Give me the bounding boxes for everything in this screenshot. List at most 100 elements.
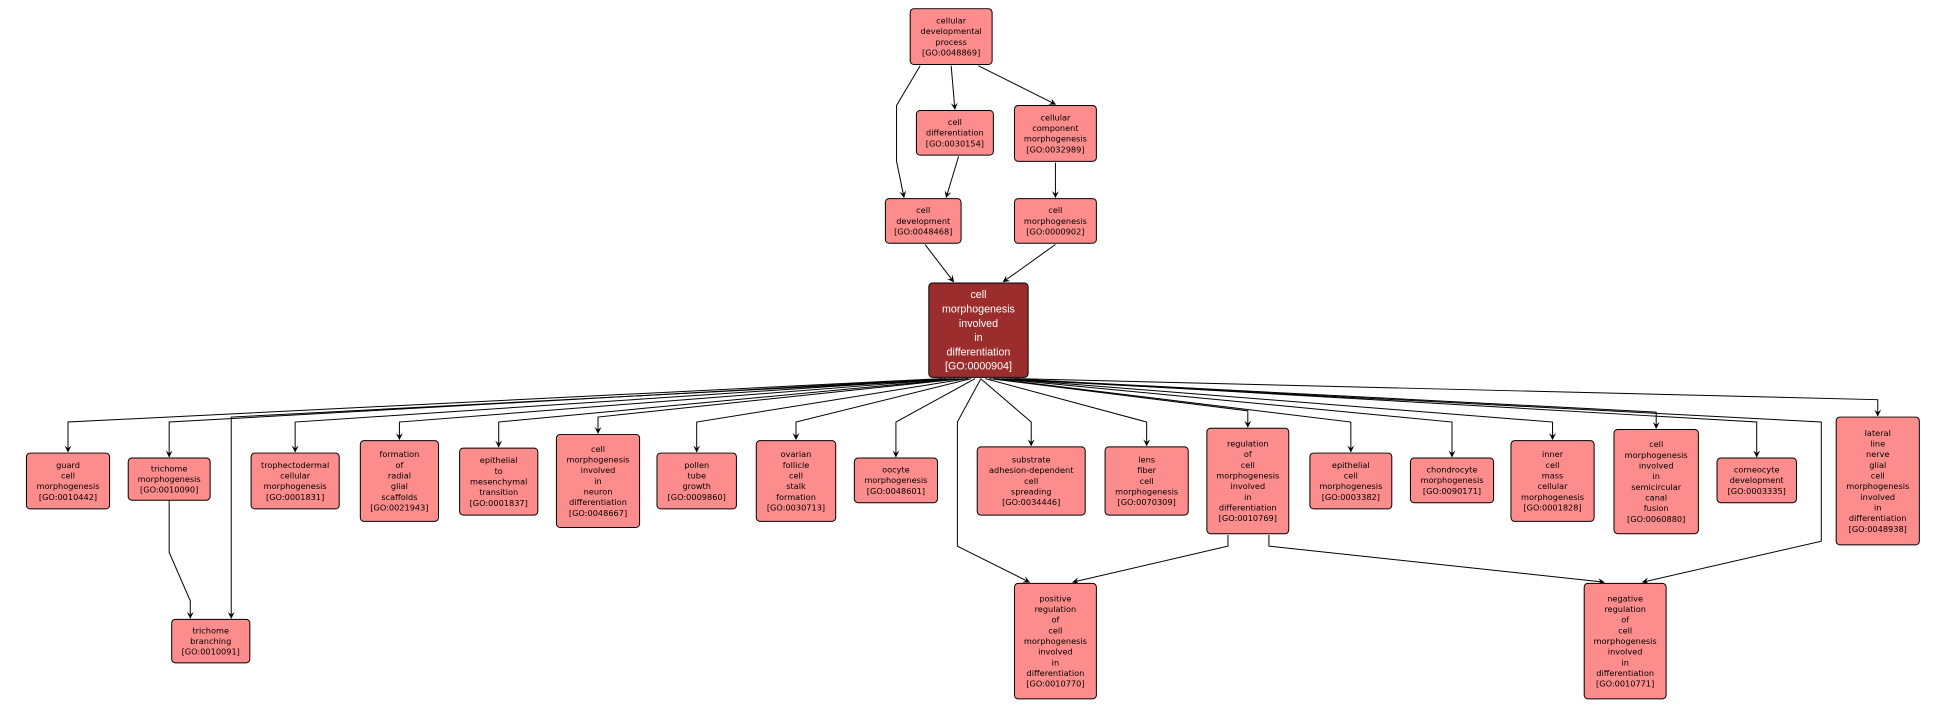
term-box: [928, 282, 1029, 378]
term-name-line: cellular: [936, 15, 967, 25]
term-name-line: involved: [959, 318, 998, 330]
term-name-line: component: [1032, 123, 1079, 133]
term-id: [GO:0010091]: [182, 647, 240, 657]
term-name-line: morphogenesis: [1625, 450, 1688, 460]
term-name-line: differentiation: [1219, 503, 1277, 513]
term-id: [GO:0048869]: [922, 47, 980, 57]
term-name-line: in: [974, 332, 982, 344]
term-name-line: cell: [591, 444, 605, 454]
term-name-line: morphogenesis: [567, 454, 630, 464]
term-name-line: in: [1621, 657, 1628, 667]
term-box: [853, 457, 938, 504]
term-id: [GO:0034446]: [1002, 497, 1060, 507]
term-name-line: semicircular: [1631, 482, 1681, 492]
term-id: [GO:0010442]: [39, 492, 97, 502]
term-name-line: pollen: [684, 460, 709, 470]
term-id: [GO:0048601]: [867, 486, 925, 496]
edge-go-0000904-to-go-0010769: [989, 378, 1252, 428]
term-name-line: line: [1870, 438, 1885, 448]
edges-layer: [64, 65, 1882, 619]
term-name-line: morphogenesis: [1024, 134, 1087, 144]
term-name-line: epithelial: [480, 455, 518, 465]
term-name-line: morphogenesis: [942, 303, 1015, 315]
term-box: [127, 457, 211, 501]
term-name-line: cell: [1048, 625, 1062, 635]
term-box: [1104, 446, 1189, 516]
term-name-line: differentiation: [926, 128, 984, 138]
edge-go-0000904-to-go-0090171: [997, 378, 1456, 458]
term-name-line: in: [1874, 503, 1881, 513]
term-name-line: morphogenesis: [36, 481, 99, 491]
edge-go-0000904-to-go-0001837: [495, 378, 960, 448]
term-box: [555, 433, 641, 529]
term-box: [755, 440, 837, 522]
term-name-line: fusion: [1644, 503, 1669, 513]
edge-go-0000904-to-go-0048667: [594, 378, 964, 434]
term-name-line: fiber: [1137, 465, 1156, 475]
edge-go-0000904-to-go-0010442: [64, 378, 943, 453]
edge-go-0000904-to-go-0009860: [693, 378, 968, 453]
term-box: [976, 446, 1086, 516]
term-name-line: regulation: [1035, 604, 1077, 614]
term-name-line: differentiation: [947, 346, 1011, 358]
term-name-line: cell: [1140, 476, 1154, 486]
term-id: [GO:0070309]: [1118, 497, 1176, 507]
edge-go-0000904-to-go-0001831: [291, 378, 952, 453]
term-name-line: epithelial: [1332, 460, 1370, 470]
term-name-line: morphogenesis: [1521, 492, 1584, 502]
term-name-line: cell: [1649, 439, 1663, 449]
edge-go-0000904-to-go-0034446: [980, 378, 1035, 447]
term-id: [GO:0001828]: [1523, 503, 1581, 513]
term-id: [GO:0000902]: [1026, 226, 1084, 236]
term-name-line: developmental: [921, 26, 982, 36]
term-name-line: morphogenesis: [264, 481, 327, 491]
term-name-line: scaffolds: [381, 492, 417, 502]
edge-go-0010769-to-go-0010770: [1072, 534, 1229, 585]
term-id: [GO:0048938]: [1849, 524, 1907, 534]
term-name-line: of: [1621, 615, 1630, 625]
term-name-line: involved: [581, 465, 616, 475]
